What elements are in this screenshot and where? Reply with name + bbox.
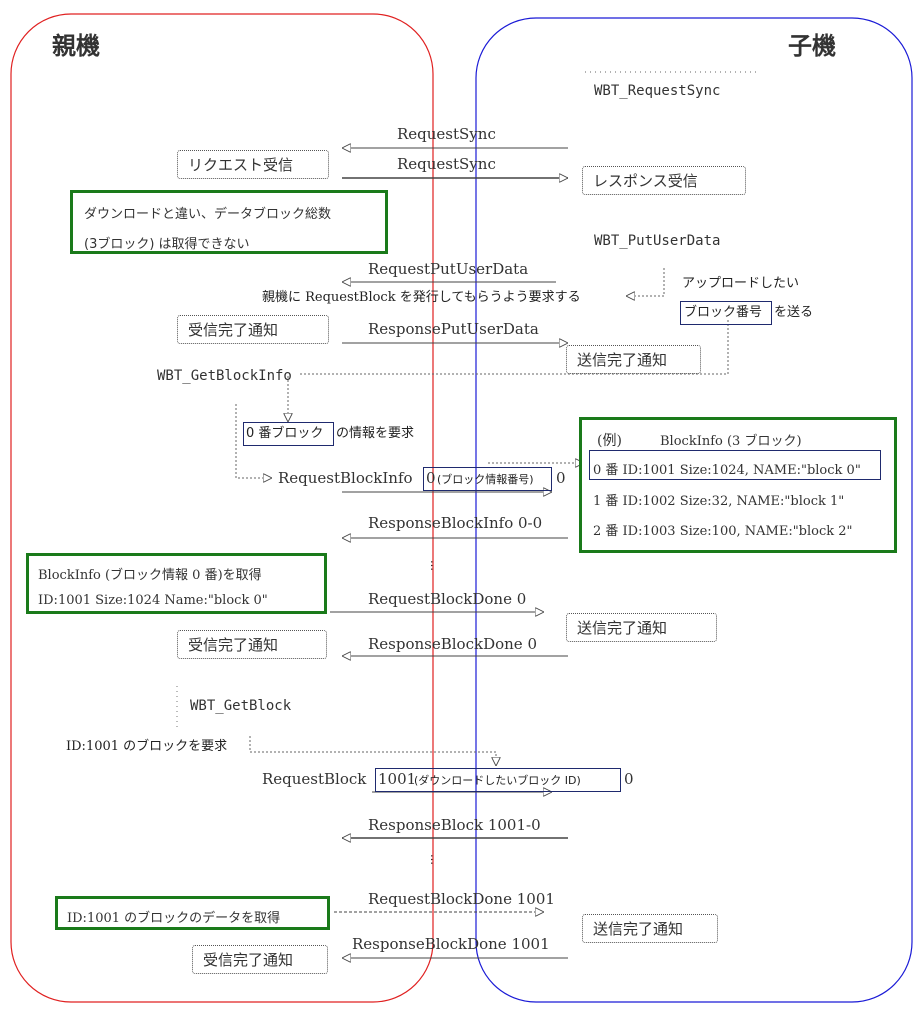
msg-response-put-user-data: ResponsePutUserData: [368, 320, 539, 338]
note-download-difference: [70, 190, 388, 254]
msg-request-block-prefix: RequestBlock: [262, 770, 367, 788]
connector-block0-request: [235, 404, 272, 478]
msg-request-block-suffix: 0: [624, 770, 634, 788]
msg-response-block-done-1001: ResponseBlockDone 1001: [352, 935, 550, 953]
box-send-complete-1: 送信完了通知: [566, 345, 701, 374]
msg-request-block-info-sub: (ブロック情報番号): [437, 473, 534, 486]
example-row-0: 0 番 ID:1001 Size:1024, NAME:"block 0": [593, 463, 861, 478]
note-ask-parent: 親機に RequestBlock を発行してもらうよう要求する: [262, 290, 581, 305]
msg-request-block-info-prefix: RequestBlockInfo: [278, 469, 413, 487]
box-request-received: リクエスト受信: [177, 150, 329, 179]
connector-upload-block-no: [300, 320, 729, 375]
child-heading: 子機: [788, 32, 836, 60]
connector-id-request: [249, 736, 496, 766]
box-send-complete-2: 送信完了通知: [566, 613, 717, 642]
call-request-sync: WBT_RequestSync: [594, 83, 721, 99]
note-data-line: ID:1001 のブロックのデータを取得: [67, 911, 281, 926]
box-response-received: レスポンス受信: [582, 166, 746, 195]
note-upload-block-no: ブロック番号: [684, 305, 763, 320]
parent-heading: 親機: [52, 32, 100, 60]
block0-highlight: [243, 422, 334, 446]
note-download-line-1: ダウンロードと違い、データブロック総数: [84, 207, 332, 222]
note-id-request: ID:1001 のブロックを要求: [66, 739, 228, 754]
msg-request-sync-1: RequestSync: [397, 125, 496, 143]
note-blockinfo-line-2: ID:1001 Size:1024 Name:"block 0": [38, 593, 268, 608]
note-data-acquired: [55, 896, 330, 930]
ellipsis-2: …: [428, 854, 441, 865]
msg-request-block-sub: (ダウンロードしたいブロック ID): [414, 774, 581, 787]
msg-request-block-done-1001: RequestBlockDone 1001: [368, 890, 555, 908]
msg-request-put-user-data: RequestPutUserData: [368, 260, 529, 278]
msg-request-block-id: 1001: [378, 770, 417, 788]
msg-response-block-done-0: ResponseBlockDone 0: [368, 635, 537, 653]
note-blockinfo-line-1: BlockInfo (ブロック情報 0 番)を取得: [38, 568, 262, 583]
arrow-ask-parent: [626, 268, 665, 296]
example-blockinfo-box: [579, 417, 897, 553]
example-header-title: BlockInfo (3 ブロック): [660, 434, 802, 449]
note-upload-line-2: を送る: [774, 305, 814, 320]
msg-response-block: ResponseBlock 1001-0: [368, 816, 541, 834]
call-put-user-data: WBT_PutUserData: [594, 233, 721, 249]
example-header-label: (例): [597, 433, 622, 449]
child-lane: [475, 17, 913, 1003]
example-row-0-highlight: [589, 450, 881, 480]
box-receive-complete-1: 受信完了通知: [177, 315, 329, 344]
note-block0: 0 番ブロック: [246, 426, 324, 441]
msg-request-block-info-suffix: 0: [556, 469, 566, 487]
note-download-line-2: (3ブロック) は取得できない: [84, 237, 250, 252]
block-id-highlight: [375, 768, 621, 792]
block-info-number-highlight: [423, 467, 552, 491]
msg-request-block-info-num: 0: [426, 469, 436, 487]
box-receive-complete-3: 受信完了通知: [192, 945, 328, 974]
note-block0-rest: の情報を要求: [336, 426, 415, 441]
example-row-1: 1 番 ID:1002 Size:32, NAME:"block 1": [593, 494, 845, 509]
box-receive-complete-2: 受信完了通知: [177, 630, 327, 659]
call-get-block: WBT_GetBlock: [190, 698, 292, 714]
ellipsis-1: …: [428, 560, 441, 571]
call-get-block-info: WBT_GetBlockInfo: [157, 368, 292, 384]
example-row-2: 2 番 ID:1003 Size:100, NAME:"block 2": [593, 524, 853, 539]
upload-block-no-highlight: [680, 301, 772, 325]
msg-request-sync-2: RequestSync: [397, 155, 496, 173]
box-send-complete-3: 送信完了通知: [582, 914, 718, 943]
note-upload-line-1: アップロードしたい: [682, 276, 800, 291]
note-blockinfo-acquired: [26, 553, 327, 614]
parent-lane: [10, 13, 434, 1003]
msg-response-block-info: ResponseBlockInfo 0-0: [368, 514, 543, 532]
msg-request-block-done-0: RequestBlockDone 0: [368, 590, 527, 608]
